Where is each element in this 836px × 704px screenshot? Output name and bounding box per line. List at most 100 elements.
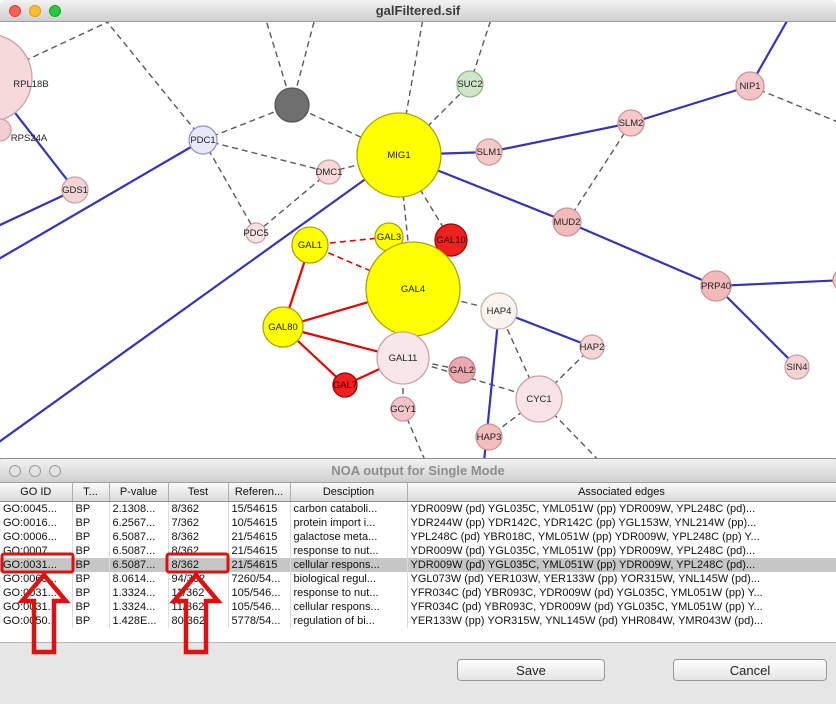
node-gal10[interactable] (434, 223, 468, 257)
table-cell[interactable]: GO:0031... (0, 557, 73, 572)
node-mud2[interactable] (552, 207, 582, 237)
table-cell[interactable]: 8.0614... (109, 571, 169, 586)
table-cell[interactable]: BP (72, 571, 110, 586)
table-cell[interactable]: 8/362 (168, 557, 229, 572)
noa-window-titlebar[interactable]: NOA output for Single Mode (0, 459, 836, 483)
table-cell[interactable]: 6.5087... (109, 557, 169, 572)
edge-nip1-a6[interactable] (749, 22, 795, 87)
table-cell[interactable]: 11/362 (168, 599, 229, 614)
network-window-titlebar[interactable]: galFiltered.sif (0, 0, 836, 22)
table-cell[interactable]: BP (72, 543, 110, 558)
node-gal2[interactable] (448, 356, 476, 384)
minimize-button[interactable] (29, 4, 41, 17)
edge-mud2-prp40[interactable] (566, 220, 717, 288)
table-cell[interactable]: BP (72, 515, 110, 530)
table-cell[interactable]: 21/54615 (228, 529, 291, 544)
table-cell[interactable]: YFR034C (pd) YBR093C, YDR009W (pd) YGL03… (407, 585, 836, 600)
table-cell[interactable]: YGL073W (pd) YER103W, YER133W (pp) YOR31… (407, 571, 836, 586)
table-cell[interactable]: YDR244W (pp) YDR142C, YDR142C (pp) YGL15… (407, 515, 836, 530)
edge-nip1-a7[interactable] (749, 85, 836, 127)
edge-mud2-slm2[interactable] (566, 122, 632, 223)
column-header-p-value[interactable]: P-value (109, 483, 169, 502)
save-button[interactable]: Save (457, 659, 605, 681)
table-cell[interactable]: 105/546... (228, 599, 291, 614)
close-button[interactable] (9, 464, 21, 477)
table-cell[interactable]: 80/362 (168, 613, 229, 628)
table-cell[interactable]: GO:0031... (0, 599, 73, 614)
table-cell[interactable]: GO:0006... (0, 529, 73, 544)
edge-pdc1-a2[interactable] (95, 22, 204, 141)
column-header-test[interactable]: Test (168, 483, 229, 502)
table-cell[interactable]: YDR009W (pd) YGL035C, YML051W (pp) YDR00… (407, 501, 836, 516)
table-cell[interactable]: 6.5087... (109, 543, 169, 558)
node-prp40[interactable] (700, 270, 732, 302)
table-cell[interactable]: 94/362 (168, 571, 229, 586)
table-cell[interactable]: 8/362 (168, 501, 229, 516)
column-header-desciption[interactable]: Desciption (290, 483, 408, 502)
edge-prp40-edge_node_right[interactable] (715, 279, 836, 288)
node-mig1[interactable] (356, 112, 442, 198)
table-cell[interactable]: 1.3324... (109, 585, 169, 600)
network-canvas[interactable]: RPL18BRPS24AGDS1PDC1DMC1MIG1SUC2SLM1SLM2… (0, 22, 836, 458)
table-cell[interactable]: 8/362 (168, 543, 229, 558)
table-cell[interactable]: YDR009W (pd) YGL035C, YML051W (pp) YDR00… (407, 557, 836, 572)
column-header-go-id[interactable]: GO ID (0, 483, 73, 502)
table-cell[interactable]: 6.5087... (109, 529, 169, 544)
table-cell[interactable]: 7/362 (168, 515, 229, 530)
edge-slm1-slm2[interactable] (488, 121, 632, 154)
node-cyc1[interactable] (515, 375, 563, 423)
edge-pdc1-dmc1[interactable] (202, 139, 330, 173)
table-cell[interactable]: GO:0007... (0, 543, 73, 558)
node-rps24a[interactable] (0, 118, 12, 142)
edge-gray1-a3[interactable] (262, 22, 293, 106)
table-cell[interactable]: 7260/54... (228, 571, 291, 586)
table-cell[interactable]: YDR009W (pd) YGL035C, YML051W (pp) YDR00… (407, 543, 836, 558)
node-gray1[interactable] (274, 87, 310, 123)
node-nip1[interactable] (735, 71, 765, 101)
table-cell[interactable]: BP (72, 599, 110, 614)
table-cell[interactable]: 21/54615 (228, 543, 291, 558)
table-cell[interactable]: YPL248C (pd) YBR018C, YML051W (pp) YDR00… (407, 529, 836, 544)
table-cell[interactable]: GO:0065... (0, 571, 73, 586)
table-cell[interactable]: 10/54615 (228, 515, 291, 530)
zoom-button[interactable] (49, 4, 61, 17)
node-sin4[interactable] (784, 354, 810, 380)
table-cell[interactable]: 105/546... (228, 585, 291, 600)
node-hap2[interactable] (579, 334, 605, 360)
table-cell[interactable]: galactose meta... (290, 529, 408, 544)
column-header-associated-edges[interactable]: Associated edges (407, 483, 836, 502)
node-suc2[interactable] (456, 70, 484, 98)
column-header-referen[interactable]: Referen... (228, 483, 291, 502)
column-header-t[interactable]: T... (72, 483, 110, 502)
table-cell[interactable]: GO:0031... (0, 585, 73, 600)
table-cell[interactable]: 15/54615 (228, 501, 291, 516)
edge-gds1-a8[interactable] (0, 189, 76, 232)
node-gal80[interactable] (262, 306, 304, 348)
table-cell[interactable]: YFR034C (pd) YBR093C, YDR009W (pd) YGL03… (407, 599, 836, 614)
table-cell[interactable]: YER133W (pp) YOR315W, YNL145W (pd) YHR08… (407, 613, 836, 628)
cancel-button[interactable]: Cancel (673, 659, 827, 681)
table-cell[interactable]: BP (72, 585, 110, 600)
edge-mig1-suc2[interactable] (398, 83, 471, 156)
table-cell[interactable]: 1.428E... (109, 613, 169, 628)
node-hap3[interactable] (475, 423, 503, 451)
node-pdc5[interactable] (245, 222, 267, 244)
table-cell[interactable]: response to nut... (290, 585, 408, 600)
table-cell[interactable]: biological regul... (290, 571, 408, 586)
table-cell[interactable]: cellular respons... (290, 599, 408, 614)
table-cell[interactable]: 21/54615 (228, 557, 291, 572)
edge-slm2-nip1[interactable] (630, 84, 751, 125)
node-gal7[interactable] (332, 372, 358, 398)
table-cell[interactable]: GO:0050... (0, 613, 73, 628)
edge-pdc5-pdc1[interactable] (202, 139, 257, 234)
table-cell[interactable]: BP (72, 501, 110, 516)
edge-pdc1-a9[interactable] (0, 139, 204, 267)
table-cell[interactable]: response to nut... (290, 543, 408, 558)
